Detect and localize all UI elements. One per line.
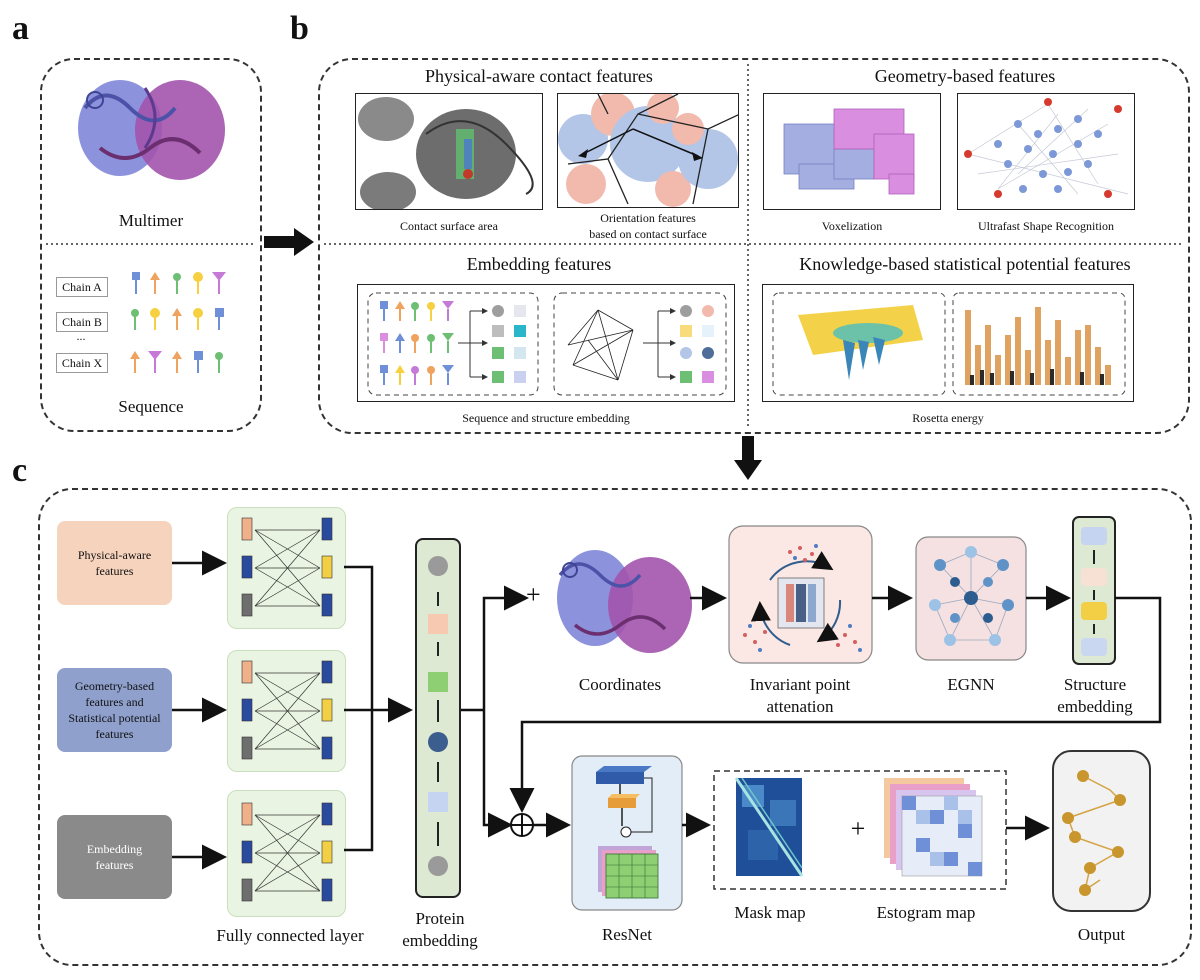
physical-features-title: Physical-aware contact features [425, 66, 653, 86]
chain-b-label: Chain B [56, 312, 108, 332]
embedding-image [357, 284, 735, 402]
panel-a-graphics [46, 80, 256, 373]
ipa-label: Invariant point attenation [749, 675, 851, 717]
embedding-features-title: Embedding features [466, 254, 612, 274]
mask-map-image [734, 777, 804, 877]
orientation-features-caption: Orientation features based on contact su… [589, 211, 707, 242]
usr-graph-image [957, 93, 1135, 210]
arrow-b-to-c [734, 436, 762, 480]
panel-b-box [318, 58, 1190, 434]
sequence-markers [130, 272, 226, 373]
embedding-features-input: Embedding features [57, 815, 172, 899]
fc-layer-label: Fully connected layer [216, 926, 364, 945]
geometry-features-title: Geometry-based features [874, 66, 1056, 86]
rosetta-energy-image [762, 284, 1134, 402]
embedding-caption: Sequence and structure embedding [462, 411, 630, 425]
rosetta-energy-caption: Rosetta energy [912, 411, 984, 425]
panel-letter-b: b [290, 10, 309, 47]
multimer-structure [78, 80, 225, 180]
estogram-map-image [884, 778, 983, 877]
orientation-features-image [557, 93, 739, 208]
chain-a-label: Chain A [56, 277, 108, 297]
coordinates-label: Coordinates [578, 675, 662, 694]
mask-map-label: Mask map [734, 903, 806, 922]
contact-surface-caption: Contact surface area [400, 219, 498, 233]
usr-caption: Ultrafast Shape Recognition [978, 219, 1114, 233]
chain-x-label: Chain X [56, 353, 108, 373]
resnet-label: ResNet [601, 925, 653, 944]
panel-letter-a: a [12, 10, 29, 47]
plus-between-maps: + [851, 814, 866, 843]
physical-features-input: Physical-aware features [57, 521, 172, 605]
panel-b-dividers [324, 64, 1184, 428]
egnn-label: EGNN [947, 675, 995, 694]
sequence-label: Sequence [118, 397, 184, 416]
multimer-label: Multimer [118, 211, 184, 230]
coordinates-structure [557, 550, 692, 653]
arrow-a-to-b [264, 228, 314, 256]
voxelization-image [763, 93, 941, 210]
panel-letter-c: c [12, 452, 28, 489]
voxelization-caption: Voxelization [821, 219, 883, 233]
contact-surface-image [355, 93, 543, 210]
plus-sign-coordinates: + [526, 580, 541, 609]
maps-container [713, 770, 1007, 890]
estogram-map-label: Estogram map [876, 903, 976, 922]
fc-net-1 [241, 517, 333, 617]
panel-a-box [40, 58, 262, 432]
fc-net-2 [241, 660, 333, 760]
output-label: Output [1077, 925, 1126, 944]
output-box [1052, 750, 1151, 912]
chain-ellipsis: ... [76, 329, 86, 343]
structure-embedding-label: Structure embedding [1057, 675, 1133, 717]
panel-c-box [38, 488, 1192, 966]
protein-embedding-label: Protein embedding [402, 909, 478, 951]
knowledge-features-title: Knowledge-based statistical potential fe… [799, 254, 1131, 274]
fc-net-3 [241, 802, 333, 902]
geometry-features-input: Geometry-based features and Statistical … [57, 668, 172, 752]
oplus-symbol [510, 813, 534, 837]
protein-embedding-tokens [428, 556, 448, 876]
